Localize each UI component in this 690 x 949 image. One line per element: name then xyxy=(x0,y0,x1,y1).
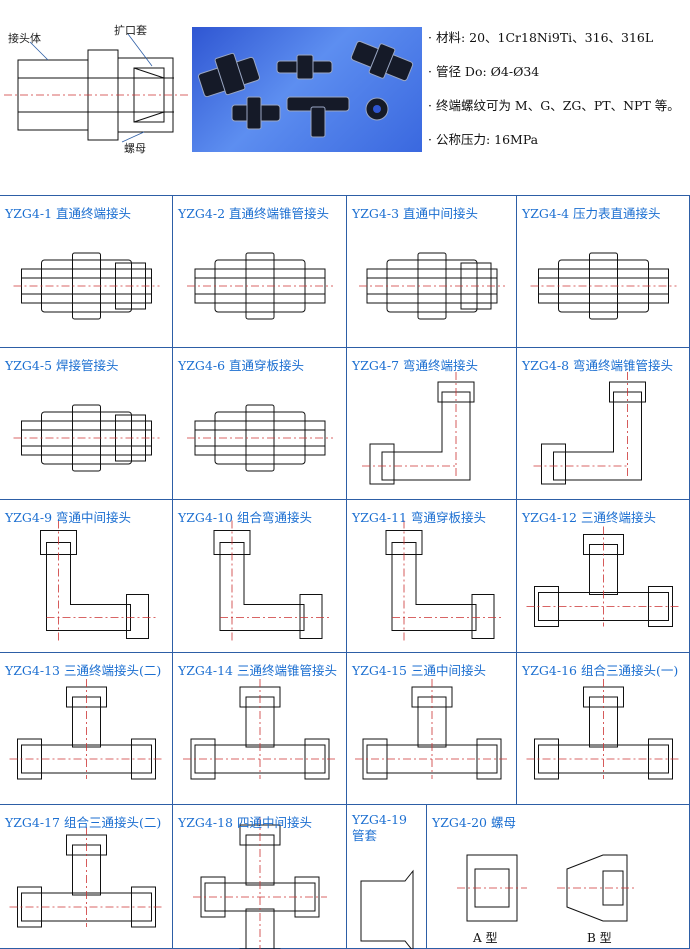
fitting-title: YZG4-5 焊接管接头 xyxy=(5,358,119,373)
fitting-drawing xyxy=(13,404,160,472)
spec-list: · 材料: 20、1Cr18Ni9Ti、316、316L · 管径 Do: Ø4… xyxy=(428,28,688,164)
fitting-outline xyxy=(213,530,323,639)
fitting-drawing xyxy=(187,252,333,320)
cross-section-diagram: 接头体 扩口套 螺母 xyxy=(4,20,190,170)
fitting-cell: YZG4-7 弯通终端接头 xyxy=(347,348,517,500)
fitting-cell: YZG4-5 焊接管接头 xyxy=(0,348,173,500)
fitting-title: YZG4-4 压力表直通接头 xyxy=(522,206,661,221)
catalog-row: YZG4-1 直通终端接头 YZG4-2 直通终端锥管接头 YZG4-3 直通中间接… xyxy=(0,196,690,348)
fitting-cell: YZG4-19 管套 xyxy=(347,805,427,949)
fitting-title: YZG4-17 组合三通接头(二) xyxy=(5,815,162,830)
header: 接头体 扩口套 螺母 · 材料: 20、1Cr18Ni9Ti、316、316L xyxy=(0,0,690,195)
fitting-drawing xyxy=(362,372,475,485)
fitting-outline xyxy=(385,530,495,639)
fitting-title: YZG4-9 弯通中间接头 xyxy=(5,510,132,525)
fitting-outline xyxy=(541,381,646,485)
fitting-title: YZG4-7 弯通终端接头 xyxy=(352,358,479,373)
fitting-cell: YZG4-16 组合三通接头(一) xyxy=(517,653,690,805)
fitting-title: YZG4-14 三通终端锥管接头 xyxy=(178,663,337,678)
label-body: 接头体 xyxy=(8,32,41,45)
fitting-title: YZG4-6 直通穿板接头 xyxy=(178,358,305,373)
fitting-title: YZG4-12 三通终端接头 xyxy=(522,510,656,525)
fitting-drawing xyxy=(355,679,509,780)
fitting-title: YZG4-20 螺母 xyxy=(432,815,516,830)
fitting-cell: YZG4-13 三通终端接头(二) xyxy=(0,653,173,805)
spec-diameter: · 管径 Do: Ø4-Ø34 xyxy=(428,64,540,79)
fitting-drawing xyxy=(360,869,414,949)
fitting-drawing xyxy=(526,679,681,780)
fitting-title: YZG4-11 弯通穿板接头 xyxy=(352,510,486,525)
nut-type-a-label: A 型 xyxy=(473,931,498,945)
fitting-drawing xyxy=(526,526,681,627)
fitting-cell: YZG4-12 三通终端接头 xyxy=(517,500,690,653)
fitting-title: YZG4-8 弯通终端锥管接头 xyxy=(522,358,674,373)
fitting-cell: YZG4-10 组合弯通接头 xyxy=(173,500,347,653)
fitting-cell: YZG4-20 螺母 A 型 B 型 xyxy=(427,805,690,949)
fitting-drawing xyxy=(193,817,327,949)
fitting-cell: YZG4-15 三通中间接头 xyxy=(347,653,517,805)
fitting-drawing xyxy=(530,252,677,320)
nut-type-b-label: B 型 xyxy=(587,931,612,945)
fitting-cell: YZG4-8 弯通终端锥管接头 xyxy=(517,348,690,500)
fitting-drawing xyxy=(40,520,157,641)
fitting-drawing xyxy=(533,372,646,485)
fitting-drawing xyxy=(187,404,333,472)
spec-pressure: · 公称压力: 16MPa xyxy=(428,132,539,147)
fitting-title: YZG4-16 组合三通接头(一) xyxy=(522,663,679,678)
fitting-title: YZG4-13 三通终端接头(二) xyxy=(5,663,162,678)
fitting-outline xyxy=(40,530,149,639)
label-nut: 螺母 xyxy=(124,142,146,155)
fitting-drawing xyxy=(457,854,637,922)
fitting-title: YZG4-15 三通中间接头 xyxy=(352,663,486,678)
fitting-cell: YZG4-1 直通终端接头 xyxy=(0,196,173,348)
label-ferrule: 扩口套 xyxy=(114,24,147,37)
fitting-title: YZG4-19 管套 xyxy=(352,812,408,843)
fitting-cell: YZG4-11 弯通穿板接头 xyxy=(347,500,517,653)
fitting-drawing xyxy=(13,252,160,320)
fitting-cell: YZG4-17 组合三通接头(二) xyxy=(0,805,173,949)
fitting-outline xyxy=(369,381,475,485)
fitting-cell: YZG4-9 弯通中间接头 xyxy=(0,500,173,653)
fitting-cell: YZG4-2 直通终端锥管接头 xyxy=(173,196,347,348)
spec-thread: · 终端螺纹可为 M、G、ZG、PT、NPT 等。 xyxy=(428,98,680,113)
fitting-cell: YZG4-6 直通穿板接头 xyxy=(173,348,347,500)
fitting-cell: YZG4-14 三通终端锥管接头 xyxy=(173,653,347,805)
spec-material: · 材料: 20、1Cr18Ni9Ti、316、316L xyxy=(428,30,654,45)
fitting-title: YZG4-1 直通终端接头 xyxy=(5,206,132,221)
fitting-cell: YZG4-4 压力表直通接头 xyxy=(517,196,690,348)
fitting-outline xyxy=(360,869,414,949)
fitting-catalog-grid: YZG4-1 直通终端接头 YZG4-2 直通终端锥管接头 YZG4-3 直通中间接… xyxy=(0,195,690,949)
fitting-cell: YZG4-18 四通中间接头 xyxy=(173,805,347,949)
fittings-photo-graphic xyxy=(197,40,414,138)
catalog-row: YZG4-13 三通终端接头(二) YZG4-14 三通终端锥管接头 YZG4-15… xyxy=(0,653,690,805)
fitting-drawing xyxy=(213,520,330,641)
fitting-drawing xyxy=(9,827,164,928)
catalog-row: YZG4-17 组合三通接头(二) YZG4-18 四通中间接头 YZG4-19 管… xyxy=(0,805,690,949)
fitting-title: YZG4-3 直通中间接头 xyxy=(352,206,479,221)
cross-section-drawing xyxy=(4,33,190,143)
fitting-drawing xyxy=(9,679,164,780)
catalog-row: YZG4-5 焊接管接头 YZG4-6 直通穿板接头 YZG4-7 弯通终端接头 YZ… xyxy=(0,348,690,500)
fitting-drawing xyxy=(385,520,502,641)
fitting-title: YZG4-18 四通中间接头 xyxy=(178,815,312,830)
product-photo xyxy=(192,27,422,152)
fitting-drawing xyxy=(359,252,505,320)
fitting-drawing xyxy=(183,679,337,780)
catalog-row: YZG4-9 弯通中间接头 YZG4-10 组合弯通接头 YZG4-11 弯通穿板接… xyxy=(0,500,690,653)
fitting-title: YZG4-10 组合弯通接头 xyxy=(178,510,312,525)
fitting-cell: YZG4-3 直通中间接头 xyxy=(347,196,517,348)
fitting-title: YZG4-2 直通终端锥管接头 xyxy=(178,206,330,221)
